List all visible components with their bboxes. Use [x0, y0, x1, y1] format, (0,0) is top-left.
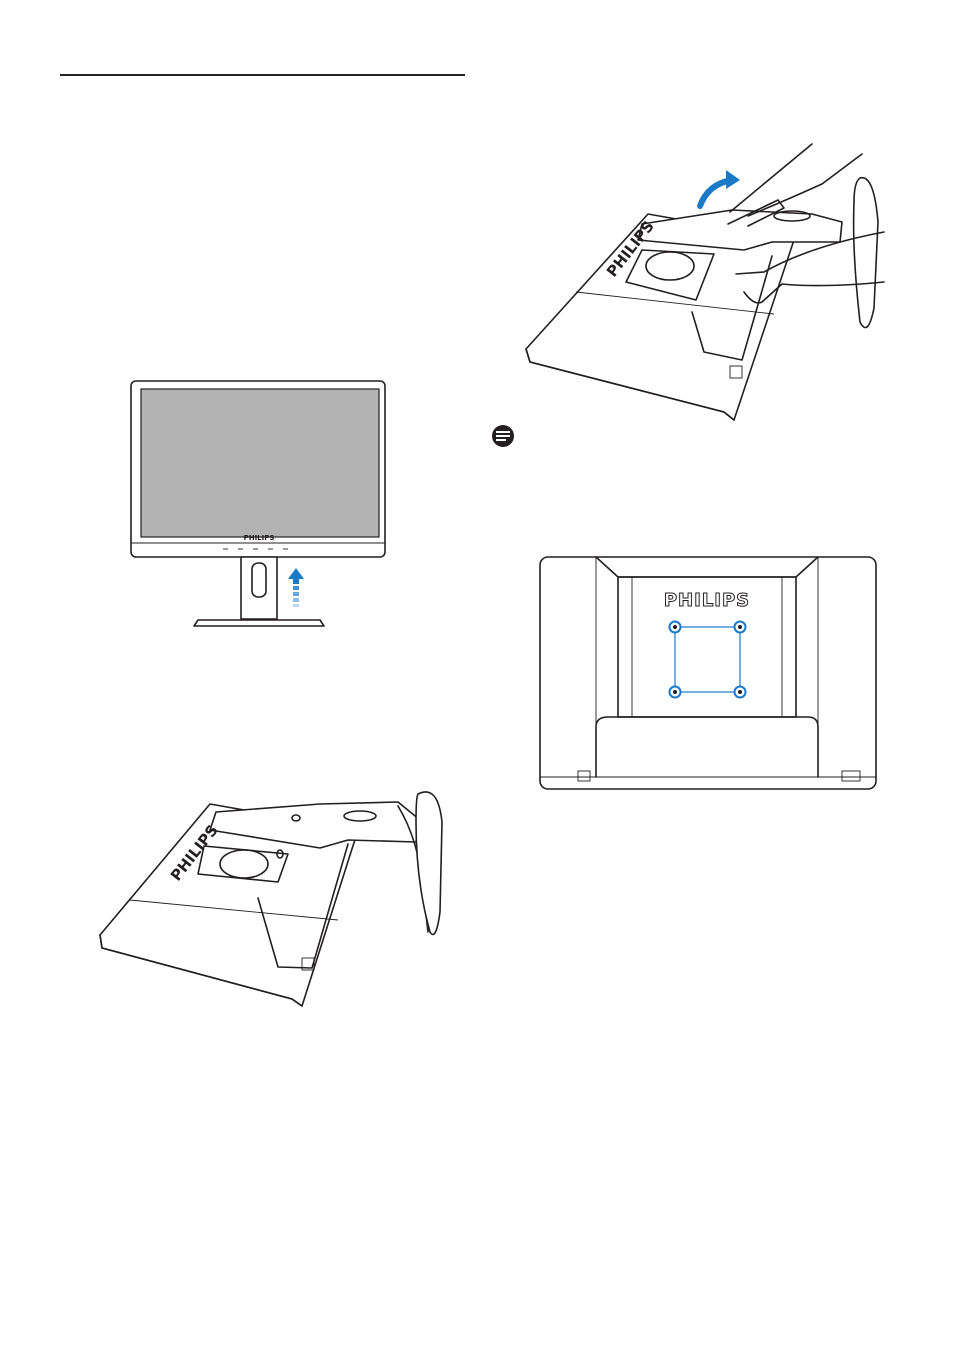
arrow-up-icon	[288, 568, 304, 607]
base-lift-illustration: PHILIPS	[522, 142, 884, 424]
monitor-front-illustration: PHILIPS	[128, 378, 390, 630]
vesa-back-illustration: PHILIPS	[538, 555, 878, 791]
note-icon	[491, 424, 515, 448]
vesa-hole	[735, 622, 746, 633]
base-rear-illustration: PHILIPS	[98, 782, 443, 1007]
section-rule	[60, 74, 465, 76]
vesa-hole	[670, 687, 681, 698]
monitor-brand-logo: PHILIPS	[244, 534, 275, 542]
vesa-brand-logo: PHILIPS	[664, 590, 750, 611]
vesa-hole	[670, 622, 681, 633]
vesa-hole	[735, 687, 746, 698]
curved-arrow-icon	[700, 170, 740, 206]
